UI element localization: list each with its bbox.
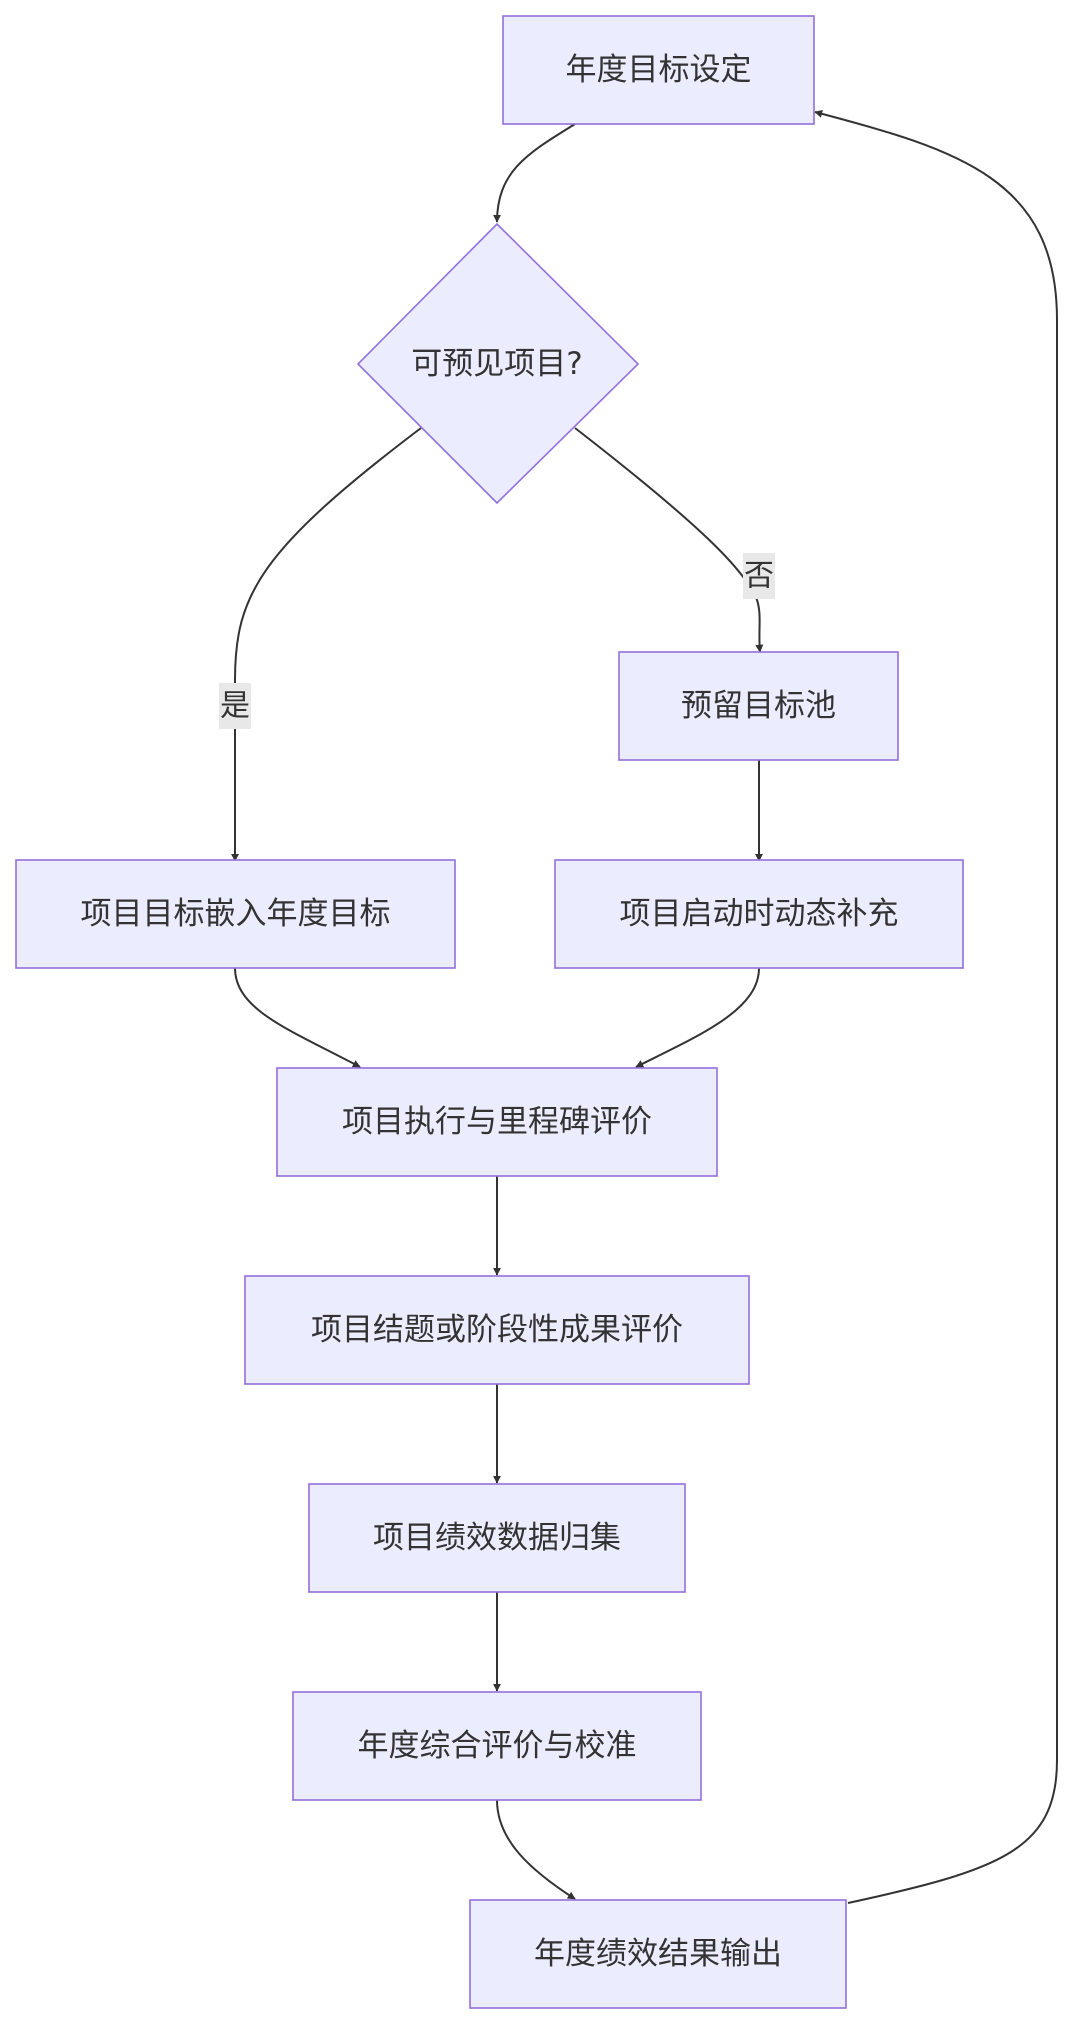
no-label-bg xyxy=(743,553,775,599)
edge-decision-to-reserve xyxy=(574,427,764,653)
edge-labels: 是 否 xyxy=(219,553,775,729)
node-annual-output-label: 年度绩效结果输出 xyxy=(534,1936,782,1972)
node-closure-eval[interactable]: 项目结题或阶段性成果评价 xyxy=(244,1275,750,1385)
node-data-collection-label: 项目绩效数据归集 xyxy=(373,1520,621,1556)
node-closure-eval-label: 项目结题或阶段性成果评价 xyxy=(311,1312,683,1348)
edge-output-loop-to-goal xyxy=(814,109,1058,1904)
yes-label-bg xyxy=(219,683,251,729)
node-goal-setting[interactable]: 年度目标设定 xyxy=(502,15,815,125)
node-milestone-eval-label: 项目执行与里程碑评价 xyxy=(342,1104,652,1140)
node-decision-label: 可预见项目? xyxy=(411,346,582,382)
yes-label: 是 xyxy=(220,689,250,724)
node-reserve-pool[interactable]: 预留目标池 xyxy=(618,651,899,761)
node-annual-review[interactable]: 年度综合评价与校准 xyxy=(292,1691,702,1801)
node-reserve-pool-label: 预留目标池 xyxy=(681,688,836,724)
node-goal-setting-label: 年度目标设定 xyxy=(566,52,752,88)
node-data-collection[interactable]: 项目绩效数据归集 xyxy=(308,1483,686,1593)
edges xyxy=(231,109,1058,1904)
node-embed-goals[interactable]: 项目目标嵌入年度目标 xyxy=(15,859,456,969)
node-milestone-eval[interactable]: 项目执行与里程碑评价 xyxy=(276,1067,718,1177)
node-annual-output[interactable]: 年度绩效结果输出 xyxy=(469,1899,847,2009)
node-dynamic-supplement[interactable]: 项目启动时动态补充 xyxy=(554,859,964,969)
node-annual-review-label: 年度综合评价与校准 xyxy=(358,1728,637,1764)
edge-dynamic-to-milestone xyxy=(635,967,760,1068)
edge-review-to-output xyxy=(496,1799,576,1900)
edge-embed-to-milestone xyxy=(234,967,361,1068)
nodes: 年度目标设定 可预见项目? 预留目标池 项目目标嵌入年度目标 项目启动时动态补充… xyxy=(15,15,964,2009)
no-label: 否 xyxy=(744,559,774,594)
node-decision[interactable]: 可预见项目? xyxy=(356,222,640,505)
node-embed-goals-label: 项目目标嵌入年度目标 xyxy=(81,896,391,932)
edge-decision-to-embed xyxy=(231,427,422,862)
edge-goal-to-decision xyxy=(493,123,576,223)
node-dynamic-supplement-label: 项目启动时动态补充 xyxy=(620,896,899,932)
